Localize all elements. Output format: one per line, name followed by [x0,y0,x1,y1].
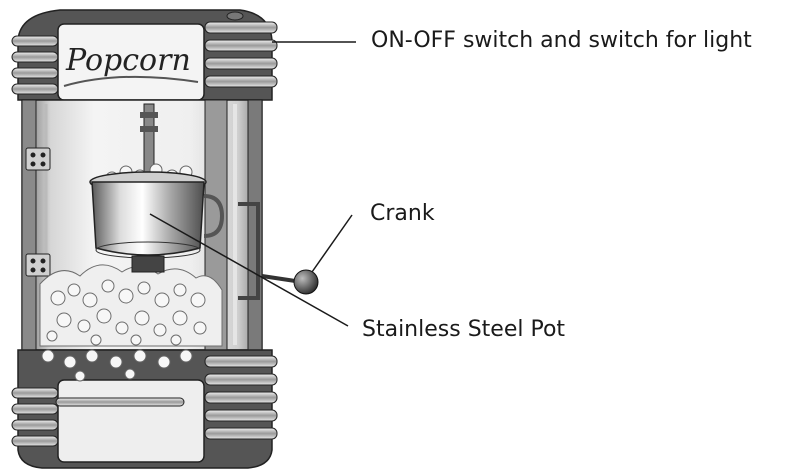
base [11,349,278,469]
door-handle[interactable] [238,202,260,300]
callout-pot-label: Stainless Steel Pot [362,317,566,342]
callout-switch-label: ON-OFF switch and switch for light [371,28,752,53]
top-housing [11,9,278,101]
popcorn-pile [39,264,223,347]
bottom-door-handle[interactable] [55,397,185,407]
leader-lines [149,41,356,327]
top-light-switch-icon[interactable] [226,11,244,21]
leader-line-crank [311,214,353,273]
callout-crank-label: Crank [370,201,435,226]
right-chrome-ridges [204,21,278,88]
crank-knob-icon[interactable] [293,269,319,295]
door-hinges [25,147,51,277]
stainless-steel-pot [89,103,225,273]
leader-line-pot [149,213,349,327]
crank[interactable] [261,269,319,295]
machine-logo: Popcorn [66,43,191,78]
